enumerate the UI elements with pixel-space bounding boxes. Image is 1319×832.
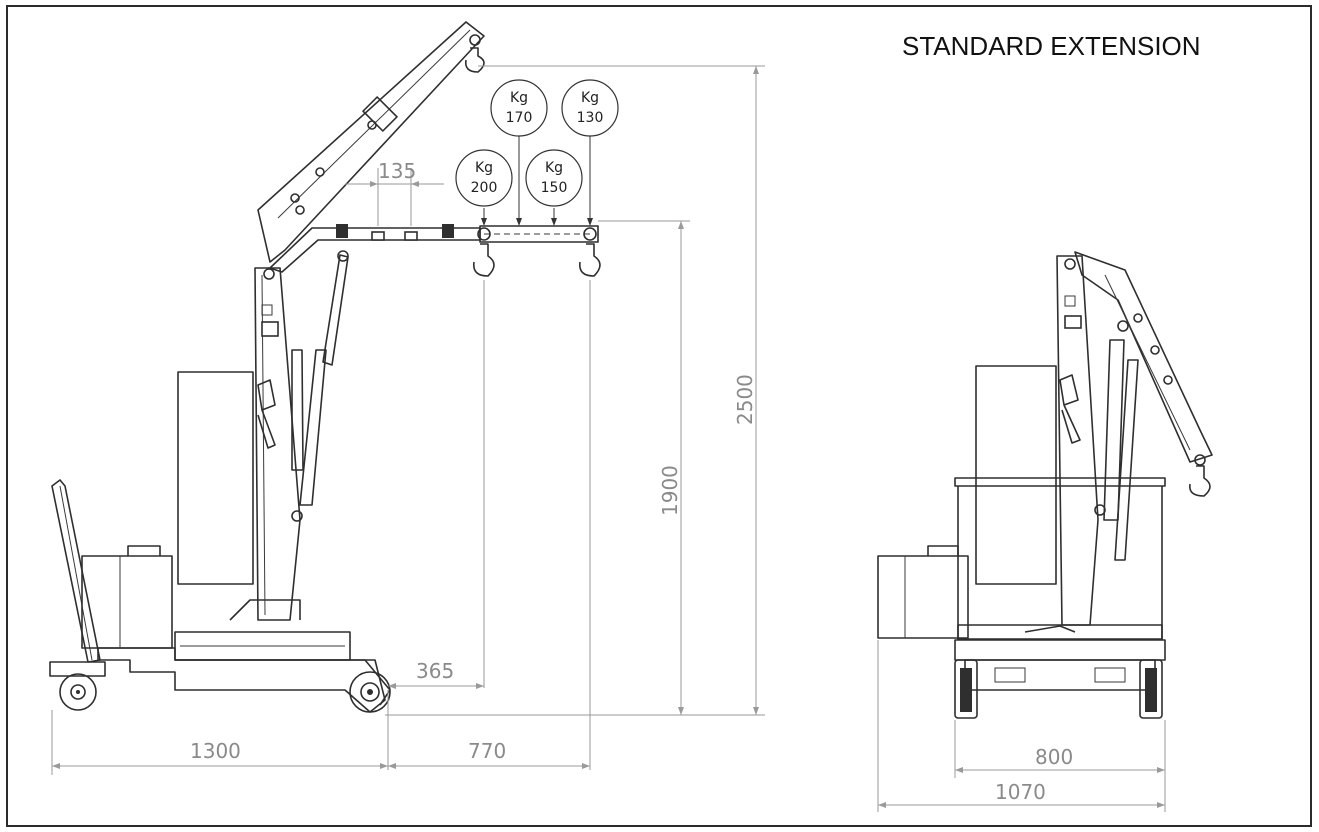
drawing-title: STANDARD EXTENSION — [902, 31, 1201, 61]
load-callouts: Kg 200 Kg 170 Kg 150 Kg 130 — [455, 79, 619, 226]
cylinder-2 — [299, 349, 327, 506]
boom-extension — [479, 225, 599, 243]
front-view-dimensions: 800 1070 — [877, 640, 1166, 812]
cylinder-3 — [322, 254, 349, 366]
folded-boom-hook — [1188, 465, 1211, 497]
cylinder-1 — [291, 349, 304, 471]
front-cylinder — [1103, 339, 1125, 521]
dim-800: 800 — [1035, 745, 1073, 769]
load-unit-200: Kg — [475, 160, 493, 176]
load-value-150: 150 — [541, 180, 568, 196]
load-circle-170 — [490, 79, 548, 137]
rear-caster-bracket — [49, 661, 106, 677]
front-wheel — [349, 671, 391, 713]
load-circle-150 — [525, 149, 583, 207]
load-unit-170: Kg — [510, 90, 528, 106]
dim-135: 135 — [378, 159, 416, 183]
side-view-crane — [49, 21, 601, 713]
load-unit-150: Kg — [545, 160, 563, 176]
load-unit-130: Kg — [581, 90, 599, 106]
drawing-frame — [6, 5, 1312, 827]
load-value-130: 130 — [577, 110, 604, 126]
mast — [254, 267, 301, 621]
load-value-200: 200 — [471, 180, 498, 196]
counterweight-cabinet — [177, 371, 254, 585]
load-circle-130 — [561, 79, 619, 137]
load-circle-200 — [455, 149, 513, 207]
raised-boom — [257, 21, 485, 263]
front-view-crane — [877, 251, 1213, 719]
dim-1900: 1900 — [658, 465, 682, 516]
dim-365: 365 — [416, 659, 454, 683]
chassis-rear — [97, 647, 386, 713]
front-counterweight-cabinet — [975, 365, 1057, 585]
front-wheel-left — [954, 659, 978, 719]
front-base-plate — [957, 624, 1163, 640]
front-mast — [1056, 255, 1099, 626]
side-view-dimensions: 135 2500 1900 365 1300 770 — [51, 65, 765, 775]
raised-boom-hook — [464, 47, 485, 73]
dim-1300: 1300 — [190, 739, 241, 763]
hook-200 — [472, 243, 495, 277]
load-value-170: 170 — [506, 110, 533, 126]
front-battery-box — [877, 555, 969, 639]
dim-2500: 2500 — [733, 374, 757, 425]
rear-wheel — [59, 673, 97, 711]
dim-770: 770 — [468, 739, 506, 763]
hook-130 — [578, 243, 601, 277]
battery-handle — [127, 545, 161, 556]
folded-boom — [1074, 251, 1213, 463]
front-wheel-right — [1139, 659, 1163, 719]
dim-1070: 1070 — [995, 780, 1046, 804]
battery-box — [81, 555, 173, 649]
